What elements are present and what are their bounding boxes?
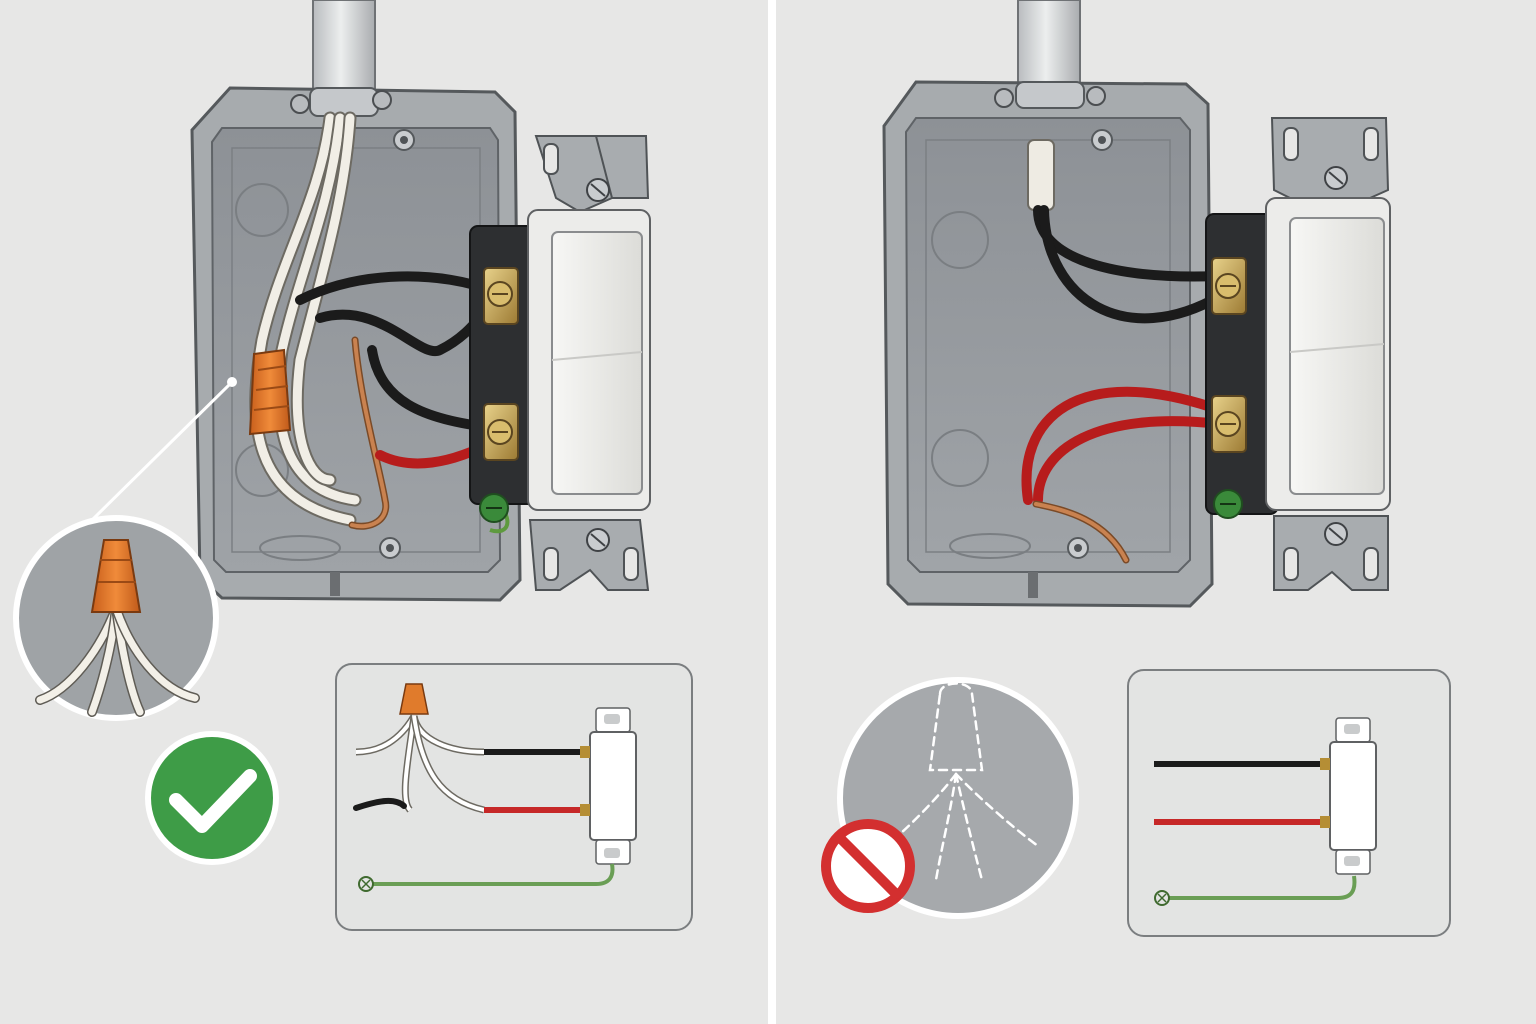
rocker-paddle (1289, 217, 1385, 495)
conduit (1017, 0, 1081, 89)
conduit-clamp (309, 87, 379, 117)
wire-nut-magnifier (13, 515, 219, 721)
cable-sheath (1027, 139, 1055, 211)
terminal-screw (1211, 395, 1247, 453)
schematic-correct (335, 663, 693, 931)
wire-nut-icon (248, 348, 292, 436)
ground-screw-icon (1213, 489, 1243, 519)
switched-wires (1021, 386, 1225, 505)
callout-line (88, 380, 234, 524)
terminal-screw (1211, 257, 1247, 315)
knockout (931, 211, 989, 269)
conduit (312, 0, 376, 93)
rocker-paddle (551, 231, 643, 495)
schematic-incorrect (1127, 669, 1451, 937)
box-interior (904, 117, 1191, 573)
hot-wires (1033, 205, 1225, 324)
terminal-screw (483, 403, 519, 461)
panel-divider (768, 0, 776, 1024)
panel-incorrect (776, 0, 1536, 1024)
check-icon (145, 731, 279, 865)
knockout (949, 533, 1031, 559)
incorrect-illustration (821, 0, 1451, 937)
knockout (235, 183, 289, 237)
knockout (931, 429, 989, 487)
correct-illustration (13, 0, 693, 931)
ground-screw-icon (479, 493, 509, 523)
prohibited-icon (821, 819, 915, 913)
terminal-screw (483, 267, 519, 325)
knockout (259, 535, 341, 561)
panel-correct (13, 0, 693, 931)
conduit-clamp (1015, 81, 1085, 109)
